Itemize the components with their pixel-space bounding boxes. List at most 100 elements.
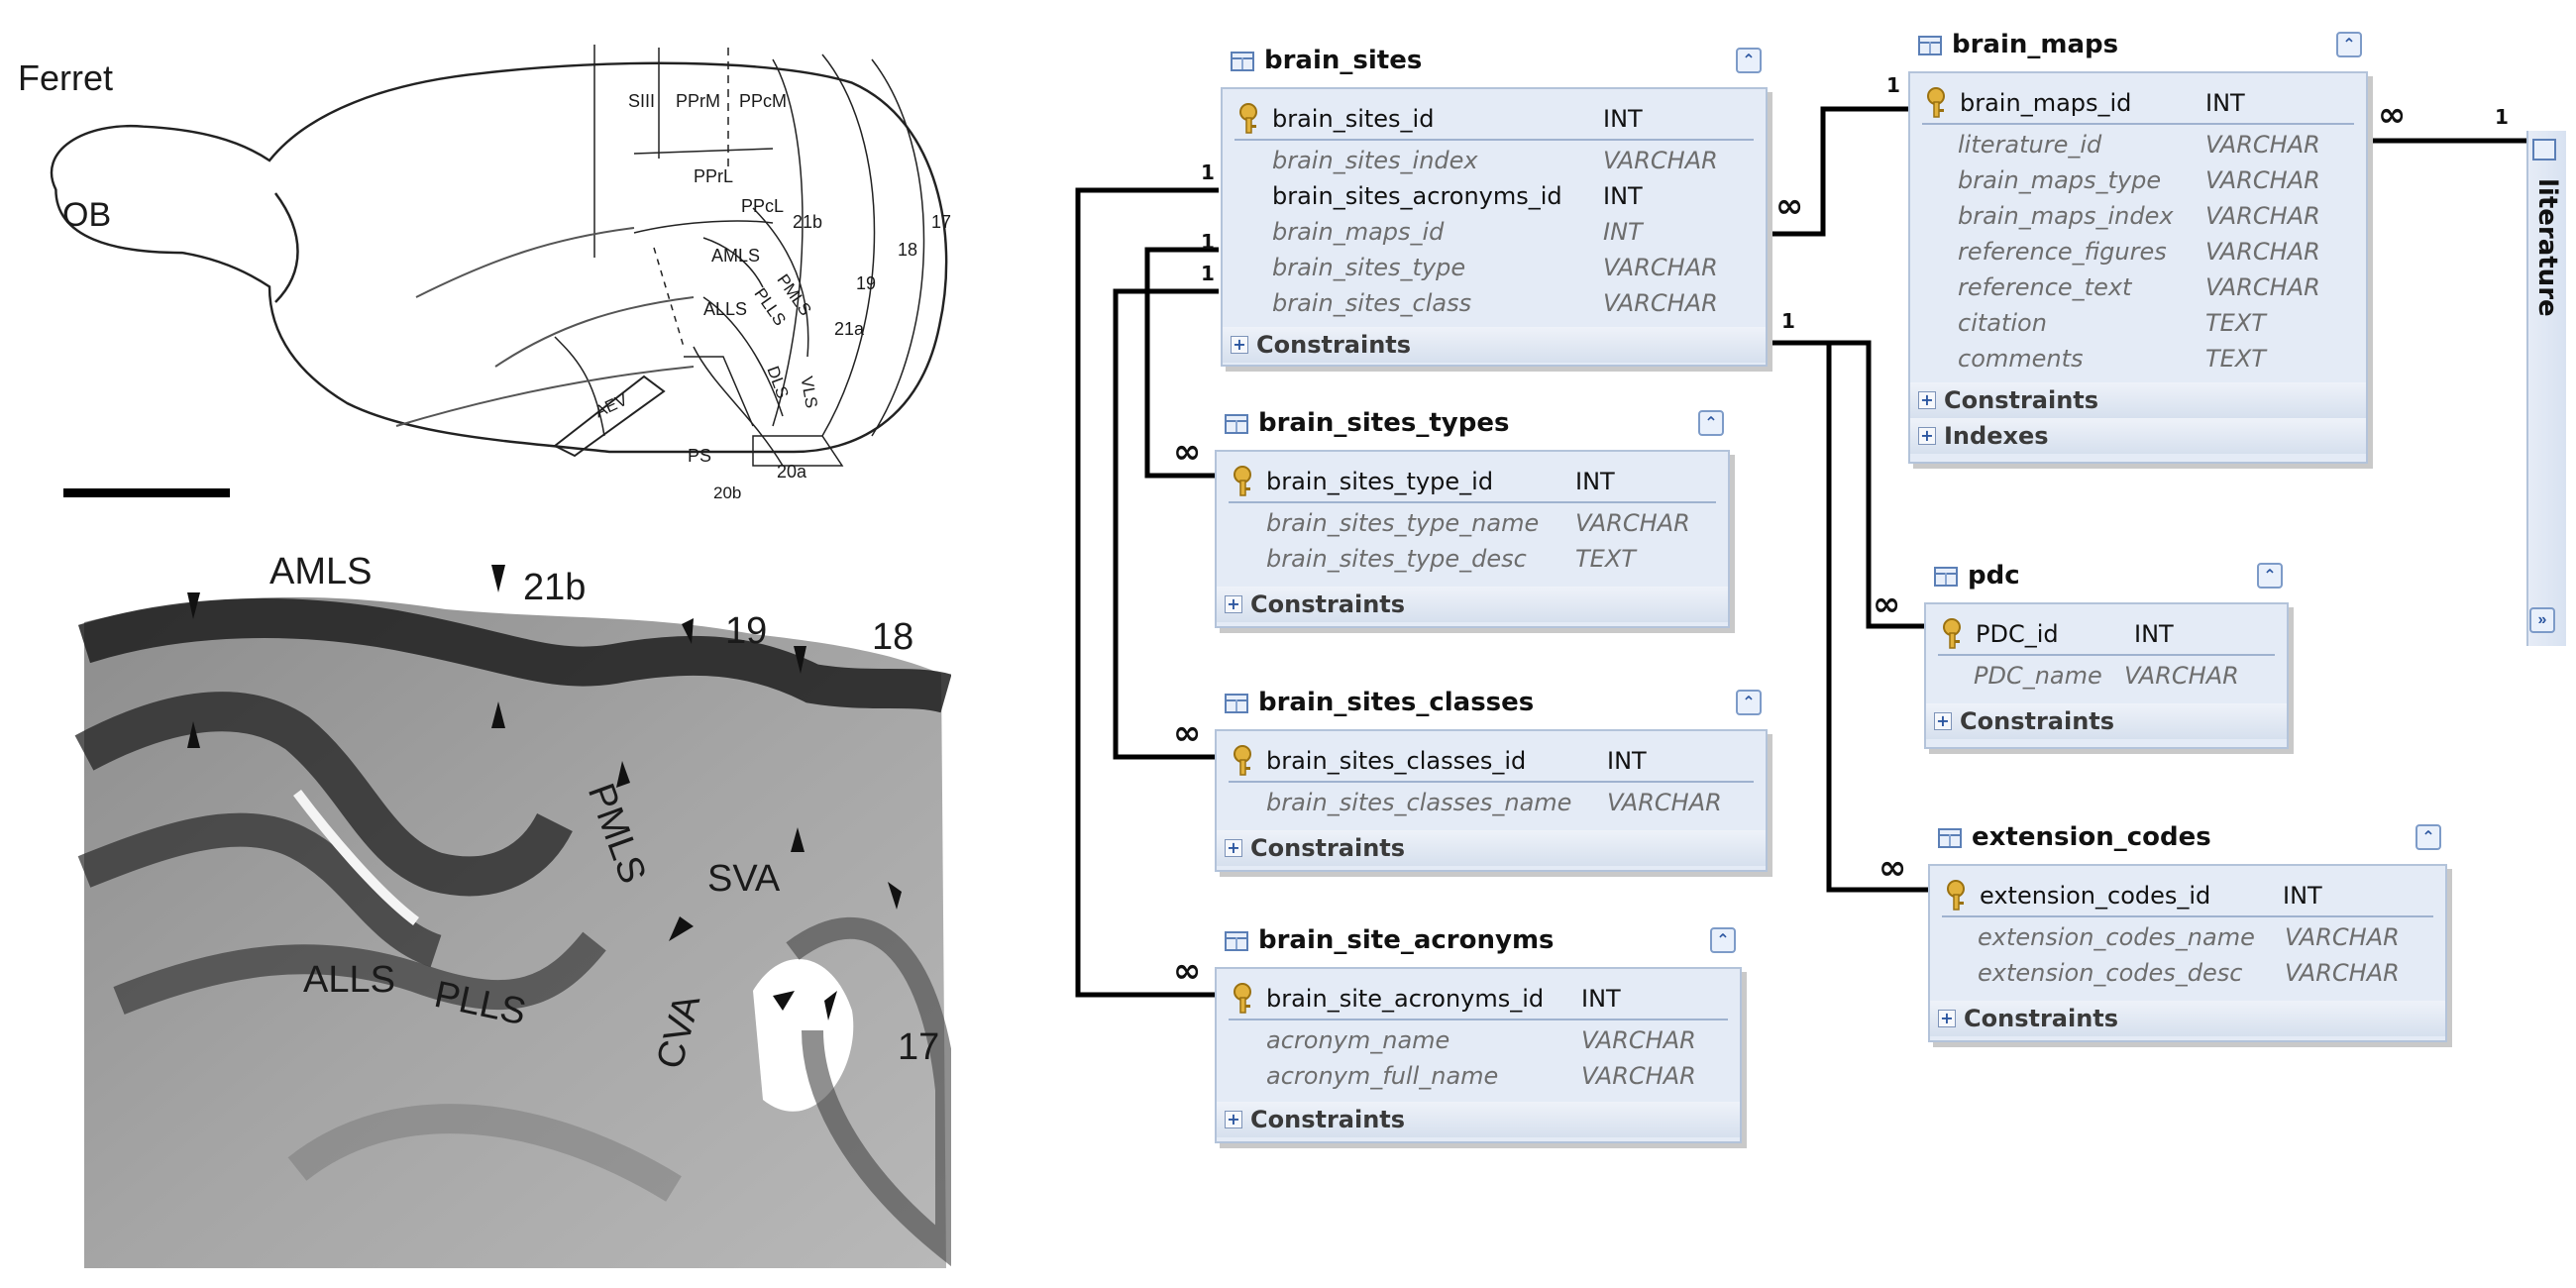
collapse-up-icon[interactable]: ⌃ bbox=[1710, 927, 1736, 953]
table-extension-codes[interactable]: extension_codes ⌃ extension_codes_id INT… bbox=[1928, 822, 2447, 1042]
column-name[interactable]: comments bbox=[1958, 345, 2084, 373]
primary-key-icon bbox=[1234, 466, 1251, 496]
section-indexes[interactable]: + Indexes bbox=[1910, 418, 2366, 454]
plus-box-icon[interactable]: + bbox=[1938, 1010, 1956, 1027]
primary-key-icon bbox=[1947, 880, 1965, 911]
card-acronyms-many: ∞ bbox=[1173, 951, 1202, 991]
collapse-up-icon[interactable]: ⌃ bbox=[2336, 32, 2362, 57]
card-literature-one: 1 bbox=[2495, 105, 2509, 129]
column-name[interactable]: citation bbox=[1958, 309, 2047, 337]
column-name[interactable]: acronym_name bbox=[1266, 1026, 1450, 1054]
section-constraints[interactable]: + Constraints bbox=[1217, 1102, 1740, 1137]
card-brain-sites-many: ∞ bbox=[1775, 186, 1804, 226]
table-pdc[interactable]: pdc ⌃ PDC_id INT PDC_name VARCHAR + Cons… bbox=[1924, 561, 2289, 749]
collapse-up-icon[interactable]: ⌃ bbox=[2415, 824, 2441, 850]
primary-key-icon bbox=[1234, 983, 1251, 1014]
primary-key-row[interactable]: brain_sites_classes_id INT bbox=[1229, 741, 1754, 783]
outline-label-ppcm: PPcM bbox=[739, 91, 788, 111]
column-type: INT bbox=[1603, 182, 1643, 210]
plus-box-icon[interactable]: + bbox=[1225, 595, 1242, 613]
column-name[interactable]: brain_maps_type bbox=[1958, 166, 2162, 194]
table-title[interactable]: literature bbox=[2532, 178, 2562, 317]
outline-label-ppcl: PPcL bbox=[741, 196, 785, 216]
card-ext-many: ∞ bbox=[1878, 848, 1907, 888]
column-name[interactable]: PDC_name bbox=[1974, 662, 2102, 690]
card-brain-sites-one-d: 1 bbox=[1781, 309, 1795, 333]
column-name[interactable]: brain_sites_type bbox=[1272, 254, 1466, 281]
column-type: VARCHAR bbox=[1581, 1026, 1696, 1054]
plus-box-icon[interactable]: + bbox=[1934, 712, 1952, 730]
outline-label-pprm: PPrM bbox=[676, 91, 720, 111]
collapse-up-icon[interactable]: ⌃ bbox=[1736, 690, 1762, 715]
outline-label-21a: 21a bbox=[834, 319, 865, 339]
section-label: Constraints bbox=[1250, 590, 1406, 618]
expand-right-icon[interactable]: » bbox=[2529, 607, 2555, 633]
plus-box-icon[interactable]: + bbox=[1225, 1111, 1242, 1128]
outline-label-pprl: PPrL bbox=[694, 166, 734, 186]
table-brain-sites-classes[interactable]: brain_sites_classes ⌃ brain_sites_classe… bbox=[1215, 688, 1768, 872]
section-constraints[interactable]: + Constraints bbox=[1926, 703, 2287, 739]
table-header[interactable]: brain_sites_classes ⌃ bbox=[1217, 680, 1766, 729]
section-constraints[interactable]: + Constraints bbox=[1223, 327, 1766, 363]
table-title: brain_sites_types bbox=[1258, 408, 1510, 438]
table-brain-site-acronyms[interactable]: brain_site_acronyms ⌃ brain_site_acronym… bbox=[1215, 925, 1742, 1143]
section-constraints[interactable]: + Constraints bbox=[1930, 1001, 2445, 1036]
primary-key-row[interactable]: extension_codes_id INT bbox=[1942, 876, 2433, 917]
column-name[interactable]: brain_sites_type_desc bbox=[1266, 545, 1527, 573]
column-name[interactable]: brain_sites_type_name bbox=[1266, 509, 1540, 537]
column-name[interactable]: reference_figures bbox=[1958, 238, 2167, 266]
species-label: Ferret bbox=[18, 57, 114, 98]
plus-box-icon[interactable]: + bbox=[1231, 336, 1248, 354]
column-name[interactable]: reference_text bbox=[1958, 273, 2132, 301]
collapse-up-icon[interactable]: ⌃ bbox=[1736, 48, 1762, 73]
column-type: INT bbox=[1603, 105, 1643, 133]
table-header[interactable]: brain_sites_types ⌃ bbox=[1217, 400, 1728, 450]
column-name[interactable]: extension_codes_name bbox=[1978, 923, 2255, 951]
table-literature-collapsed[interactable] bbox=[2526, 131, 2566, 646]
column-name[interactable]: literature_id bbox=[1958, 131, 2102, 159]
table-header[interactable]: pdc ⌃ bbox=[1926, 553, 2287, 602]
column-name: PDC_id bbox=[1976, 620, 2059, 648]
primary-key-row[interactable]: brain_sites_id INT bbox=[1234, 99, 1754, 141]
section-label: Constraints bbox=[1250, 1106, 1406, 1133]
section-constraints[interactable]: + Constraints bbox=[1217, 587, 1728, 622]
table-icon bbox=[1938, 828, 1962, 848]
histology-section bbox=[74, 565, 951, 1268]
column-name[interactable]: brain_sites_classes_name bbox=[1266, 789, 1572, 816]
column-name[interactable]: brain_maps_index bbox=[1958, 202, 2174, 230]
primary-key-row[interactable]: brain_maps_id INT bbox=[1922, 83, 2354, 125]
table-brain-sites[interactable]: brain_sites ⌃ brain_sites_id INT brain_s… bbox=[1221, 46, 1768, 367]
table-brain-maps[interactable]: brain_maps ⌃ brain_maps_id INT literatur… bbox=[1908, 30, 2368, 464]
primary-key-row[interactable]: brain_site_acronyms_id INT bbox=[1229, 979, 1728, 1020]
primary-key-row[interactable]: brain_sites_type_id INT bbox=[1229, 462, 1716, 503]
table-icon bbox=[1231, 52, 1254, 71]
card-brain-sites-one-c: 1 bbox=[1201, 262, 1215, 285]
table-brain-sites-types[interactable]: brain_sites_types ⌃ brain_sites_type_id … bbox=[1215, 408, 1730, 628]
column-name[interactable]: brain_maps_id bbox=[1272, 218, 1445, 246]
table-title: pdc bbox=[1968, 561, 2020, 590]
column-name[interactable]: brain_sites_acronyms_id bbox=[1272, 182, 1562, 210]
column-name[interactable]: extension_codes_desc bbox=[1978, 959, 2243, 987]
outline-label-21b: 21b bbox=[793, 212, 823, 232]
table-header[interactable]: brain_site_acronyms ⌃ bbox=[1217, 917, 1740, 967]
table-header[interactable]: extension_codes ⌃ bbox=[1930, 814, 2445, 864]
table-header[interactable]: brain_sites ⌃ bbox=[1223, 38, 1766, 87]
table-header[interactable]: brain_maps ⌃ bbox=[1910, 22, 2366, 71]
section-label: Constraints bbox=[1250, 834, 1406, 862]
collapse-up-icon[interactable]: ⌃ bbox=[2257, 563, 2283, 589]
column-name[interactable]: brain_sites_index bbox=[1272, 147, 1478, 174]
table-title: brain_maps bbox=[1952, 30, 2119, 59]
primary-key-row[interactable]: PDC_id INT bbox=[1938, 614, 2275, 656]
section-constraints[interactable]: + Constraints bbox=[1910, 382, 2366, 418]
section-label-alls: ALLS bbox=[303, 959, 395, 1001]
column-name[interactable]: brain_sites_class bbox=[1272, 289, 1472, 317]
plus-box-icon[interactable]: + bbox=[1918, 391, 1936, 409]
section-constraints[interactable]: + Constraints bbox=[1217, 830, 1766, 866]
column-type: VARCHAR bbox=[1603, 254, 1718, 281]
plus-box-icon[interactable]: + bbox=[1225, 839, 1242, 857]
collapse-up-icon[interactable]: ⌃ bbox=[1698, 410, 1724, 436]
plus-box-icon[interactable]: + bbox=[1918, 427, 1936, 445]
column-type: INT bbox=[2134, 620, 2174, 648]
column-name[interactable]: acronym_full_name bbox=[1266, 1062, 1499, 1090]
